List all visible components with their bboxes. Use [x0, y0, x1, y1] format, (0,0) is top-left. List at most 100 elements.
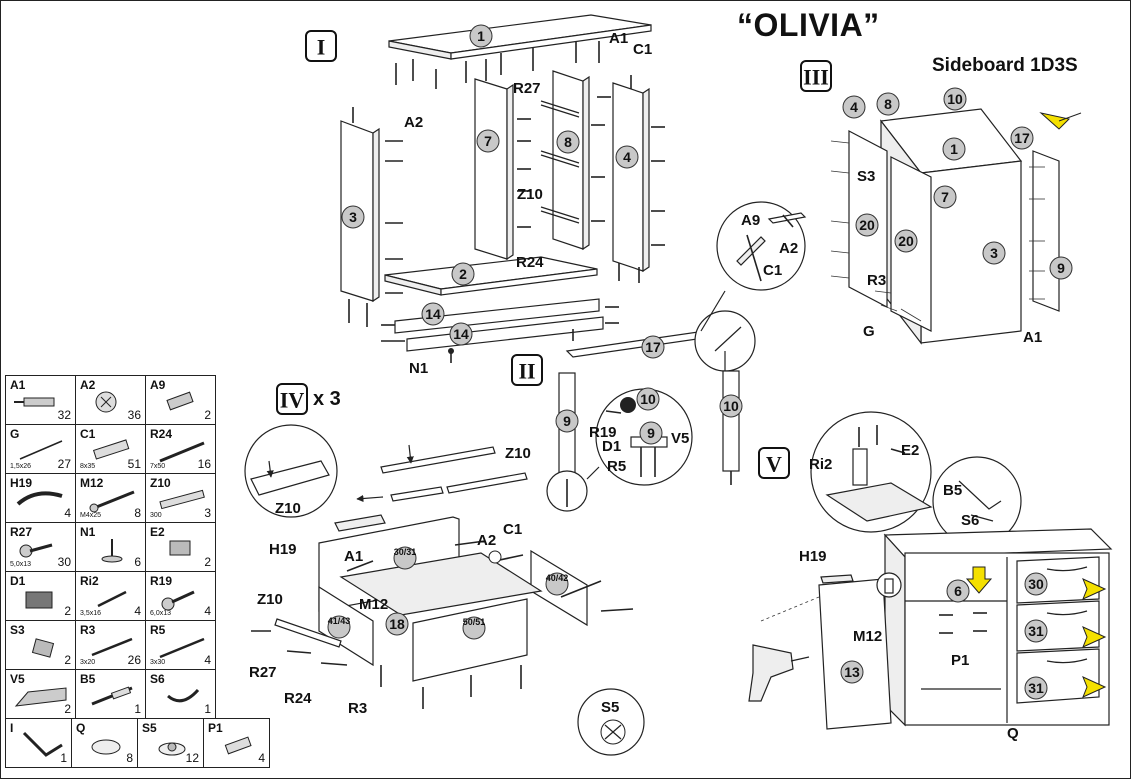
- svg-text:S6: S6: [961, 512, 979, 529]
- step-2-back-rail: II 17 9 10 10 9 R: [511, 201, 807, 512]
- hardware-qty: 36: [127, 408, 141, 422]
- svg-text:D1: D1: [602, 438, 621, 455]
- svg-text:A9: A9: [741, 212, 760, 229]
- hardware-code: R27: [10, 525, 33, 539]
- hardware-code: Z10: [150, 476, 171, 490]
- step-1-carcass-exploded: I: [305, 14, 665, 377]
- handle-h19-door: [820, 574, 854, 584]
- svg-text:M12: M12: [359, 596, 388, 613]
- svg-text:C1: C1: [503, 521, 522, 538]
- hardware-qty: 16: [197, 457, 211, 471]
- carcass-side: [920, 160, 1022, 344]
- hardware-qty: 30: [57, 555, 71, 569]
- hardware-code: Q: [76, 721, 86, 735]
- hardware-qty: 8: [134, 506, 141, 520]
- svg-text:R5: R5: [607, 458, 626, 475]
- hardware-spec: M4x25: [80, 512, 102, 519]
- hardware-code: R5: [150, 623, 166, 637]
- svg-text:C1: C1: [763, 262, 782, 279]
- yellow-arrow-31b: [1082, 676, 1107, 698]
- detail-circle-cover-cap: [577, 688, 645, 756]
- hardware-spec: 300: [150, 512, 162, 519]
- rail-17: [565, 330, 713, 358]
- svg-text:R27: R27: [249, 664, 277, 681]
- svg-text:4: 4: [623, 149, 631, 165]
- hardware-qty: 12: [185, 751, 199, 765]
- hardware-qty: 2: [204, 408, 211, 422]
- felt-pad-icon: [91, 739, 121, 755]
- svg-text:17: 17: [1014, 130, 1030, 146]
- svg-text:N1: N1: [409, 360, 428, 377]
- svg-text:IV: IV: [280, 388, 305, 413]
- svg-text:V5: V5: [671, 430, 689, 447]
- svg-text:4: 4: [850, 99, 858, 115]
- svg-text:17: 17: [645, 339, 661, 355]
- svg-text:Z10: Z10: [505, 445, 531, 462]
- step-5-final-assembly: V Ri2 E2 B5 S6: [748, 411, 1113, 742]
- hardware-code: G: [10, 427, 20, 441]
- drill-icon: [748, 596, 820, 702]
- svg-text:S5: S5: [601, 699, 619, 716]
- drawer-slide-a: [380, 446, 496, 474]
- hardware-spec: 5,0x13: [10, 561, 32, 568]
- svg-text:II: II: [518, 359, 535, 384]
- hardware-item-n1: N1 6: [75, 522, 146, 572]
- svg-text:A1: A1: [1023, 329, 1042, 346]
- hardware-code: I: [10, 721, 14, 735]
- yellow-arrow-31a: [1082, 626, 1107, 648]
- handle-icon: [16, 491, 63, 506]
- hardware-code: N1: [80, 525, 96, 539]
- hardware-qty: 51: [127, 457, 141, 471]
- svg-text:A1: A1: [609, 30, 628, 47]
- document-title: “OLIVIA”: [737, 7, 880, 43]
- svg-text:31: 31: [1028, 680, 1044, 696]
- hardware-code: V5: [10, 672, 25, 686]
- hardware-spec: 1,5x26: [10, 463, 32, 470]
- svg-text:14: 14: [425, 306, 441, 322]
- yellow-arrow-shelf: [965, 566, 993, 594]
- document-subtitle: Sideboard 1D3S: [932, 55, 1078, 76]
- hardware-qty: 2: [64, 653, 71, 667]
- hardware-qty: 1: [60, 751, 67, 765]
- wood-screw-icon: [91, 637, 133, 657]
- svg-text:7: 7: [484, 133, 492, 149]
- hardware-code: C1: [80, 427, 96, 441]
- hardware-code: R24: [150, 427, 173, 441]
- hardware-qty: 3: [204, 506, 211, 520]
- svg-text:9: 9: [1057, 260, 1065, 276]
- svg-text:9: 9: [563, 413, 571, 429]
- hardware-qty: 26: [127, 653, 141, 667]
- svg-text:P1: P1: [951, 652, 969, 669]
- hardware-spec: 7x50: [150, 463, 166, 470]
- svg-text:8: 8: [564, 134, 572, 150]
- svg-text:B5: B5: [943, 482, 962, 499]
- svg-text:3: 3: [349, 209, 357, 225]
- shelf-support-icon: [31, 638, 55, 658]
- hardware-spec: 8x35: [80, 463, 96, 470]
- hardware-code: A2: [80, 378, 96, 392]
- hardware-item-a2: A2 36: [75, 375, 146, 425]
- svg-text:41/43: 41/43: [328, 616, 351, 626]
- svg-text:III: III: [803, 65, 829, 90]
- svg-text:S3: S3: [857, 168, 875, 185]
- hardware-qty: 8: [126, 751, 133, 765]
- svg-text:6: 6: [954, 583, 962, 599]
- hardware-code: P1: [208, 721, 223, 735]
- hardware-code: Ri2: [80, 574, 99, 588]
- hardware-qty: 4: [134, 604, 141, 618]
- step-1-label: I: [317, 35, 326, 60]
- hardware-qty: 6: [134, 555, 141, 569]
- bracket-icon: [14, 687, 67, 707]
- part-badges-step1: 1 3 7 8 4 2 14 14: [341, 24, 639, 346]
- partition-panel-7: [474, 78, 508, 260]
- step-4-drawer-assembly: IV x 3 Z10 Z10: [244, 383, 645, 756]
